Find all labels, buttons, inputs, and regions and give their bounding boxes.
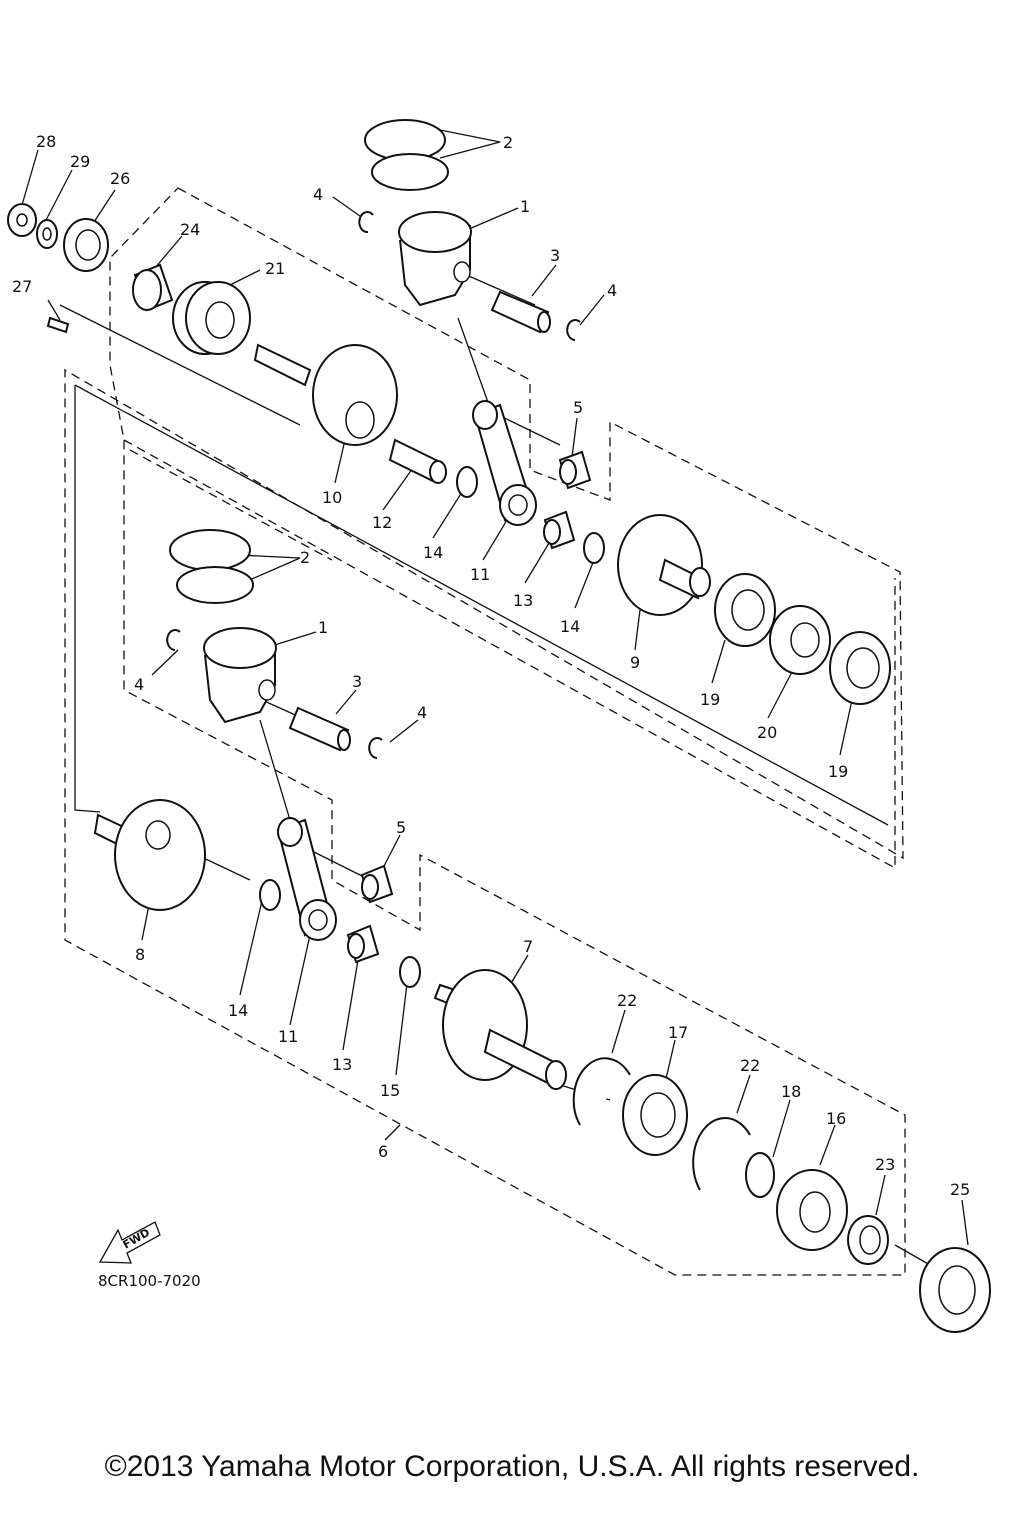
washer-15 [399,956,421,988]
lower-circlip-right [368,737,383,759]
bearing-16 [776,1169,848,1251]
crank-half-8 [93,799,206,911]
callout-15: 15 [380,1081,400,1100]
assembly-outlines [64,187,906,1276]
crankpin-12 [388,438,447,484]
callout-10: 10 [322,488,342,507]
washer-14-upper-a [456,466,478,498]
callout-24: 24 [180,220,200,239]
callout-27: 27 [12,277,32,296]
callout-29: 29 [70,152,90,171]
fwd-arrow: FWD [98,1221,161,1264]
crank-half-7 [433,969,567,1090]
callout-21: 21 [265,259,285,278]
washer-29 [36,219,58,249]
callout-5-upper: 5 [573,398,583,417]
callout-28: 28 [36,132,56,151]
callout-3-lower: 3 [352,672,362,691]
oil-seal-26 [63,218,109,272]
callout-labels: 28 29 26 24 21 27 2 4 1 3 4 10 12 5 14 1… [12,132,970,1199]
callout-12: 12 [372,513,392,532]
callout-4-upper-left: 4 [313,185,323,204]
callout-18: 18 [781,1082,801,1101]
bearing-5-upper [558,450,592,490]
nut-28 [7,203,37,237]
callout-6: 6 [378,1142,388,1161]
collar-23 [847,1215,889,1265]
callout-22-a: 22 [617,991,637,1010]
crank-half-9 [617,514,711,616]
crank-half-10 [253,343,398,446]
bearing-17 [622,1074,688,1156]
con-rod-11-upper [472,400,537,526]
callout-13-lower: 13 [332,1055,352,1074]
callout-9: 9 [630,653,640,672]
callout-23: 23 [875,1155,895,1174]
callout-4-upper-right: 4 [607,281,617,300]
bearing-21 [172,281,251,355]
callout-4-lower-left: 4 [134,675,144,694]
callout-8: 8 [135,945,145,964]
copyright-notice: ©2013 Yamaha Motor Corporation, U.S.A. A… [104,1450,920,1483]
callout-19-a: 19 [700,690,720,709]
callout-13-upper: 13 [513,591,533,610]
callout-19-b: 19 [828,762,848,781]
callout-11-lower: 11 [278,1027,298,1046]
callout-17: 17 [668,1023,688,1042]
bearing-19-b [829,631,891,705]
con-rod-11-lower [276,817,337,941]
callout-14-lower: 14 [228,1001,248,1020]
washer-18 [745,1152,775,1198]
washer-14-lower [259,879,281,911]
callout-1-lower: 1 [318,618,328,637]
upper-circlip-right [566,319,581,341]
callout-26: 26 [110,169,130,188]
drawing-code: 8CR100-7020 [98,1272,201,1290]
lower-piston [203,627,277,724]
lower-piston-rings [169,529,254,604]
callout-2-upper: 2 [503,133,513,152]
callout-11-upper: 11 [470,565,490,584]
washer-14-upper-b [583,532,605,564]
callout-16: 16 [826,1109,846,1128]
leader-lines [21,129,969,1246]
key-27 [46,316,70,334]
callout-3-upper: 3 [550,246,560,265]
oil-seal-25 [919,1247,991,1333]
labyrinth-seal-20 [769,605,831,675]
callout-4-lower-right: 4 [417,703,427,722]
upper-wrist-pin [490,290,551,334]
callout-14-upper-b: 14 [560,617,580,636]
bearing-13-upper [543,510,576,550]
callout-2-lower: 2 [300,548,310,567]
lower-circlip-left [166,629,181,651]
callout-20: 20 [757,723,777,742]
upper-piston-rings [364,119,449,191]
lower-wrist-pin [288,706,351,752]
callout-5-lower: 5 [396,818,406,837]
bearing-19-a [714,573,776,647]
callout-25: 25 [950,1180,970,1199]
circlip-22-a [572,1057,631,1126]
circlip-22-b [692,1117,751,1191]
callout-1-upper: 1 [520,197,530,216]
upper-circlip-left [358,211,374,234]
upper-piston [398,211,472,307]
bearing-5-lower [360,864,394,904]
callout-14-upper-a: 14 [423,543,443,562]
bearing-13-lower [346,924,380,964]
callout-7: 7 [523,937,533,956]
collar-24 [132,263,174,312]
callout-22-b: 22 [740,1056,760,1075]
